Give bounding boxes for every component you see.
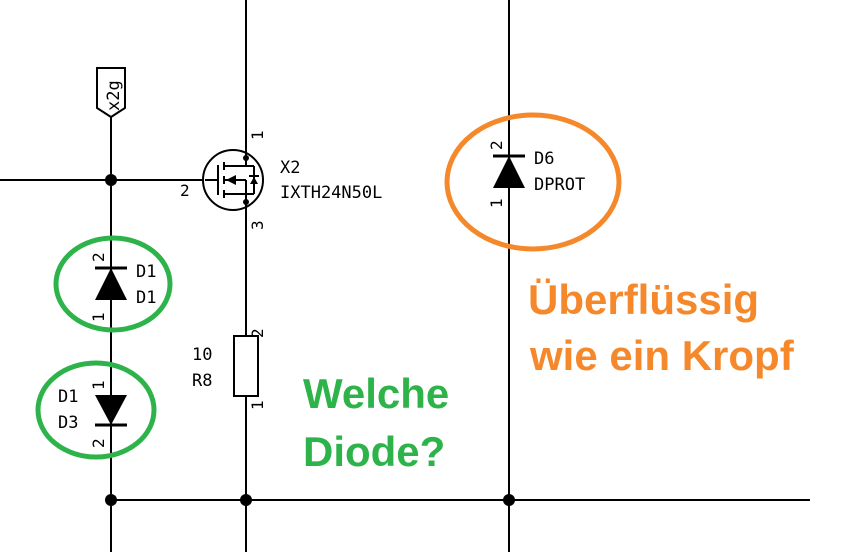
mosfet-value: IXTH24N50L	[280, 183, 382, 203]
diode-right-pin-bottom: 1	[487, 198, 506, 208]
annotation-circles	[35, 112, 622, 460]
annotation-green-line2: Diode?	[303, 428, 445, 475]
mosfet-ref: X2	[280, 158, 300, 178]
mosfet-x2: 1 2 3 X2 IXTH24N50L	[180, 130, 382, 230]
junction-dot	[503, 494, 515, 506]
diode-right: 2 1 D6 DPROT	[487, 140, 585, 208]
resistor-pin-top: 2	[248, 328, 267, 338]
annotation-green-line1: Welche	[303, 370, 449, 417]
diode-bottom: 1 2 D1 D3	[58, 380, 127, 448]
resistor-r8: 2 1 10 R8	[192, 328, 267, 410]
mosfet-pin-source: 3	[248, 220, 267, 230]
junction-dot	[105, 174, 117, 186]
diode-top-value: D1	[136, 288, 156, 308]
resistor-pin-bottom: 1	[248, 400, 267, 410]
junction-dot	[105, 494, 117, 506]
diode-top-triangle	[95, 268, 127, 300]
port-x2g: x2g	[96, 67, 126, 119]
green-circle-diode-top	[53, 235, 173, 333]
diode-right-pin-top: 2	[487, 140, 506, 150]
wires	[0, 0, 810, 552]
diode-bottom-pin-top: 1	[89, 380, 108, 390]
annotation-orange-line1: Überflüssig	[528, 276, 759, 323]
green-circle-diode-bottom	[35, 360, 157, 460]
diode-bottom-triangle	[95, 395, 127, 425]
junction-dot	[240, 494, 252, 506]
diode-top: 2 1 D1 D1	[89, 252, 156, 322]
diode-bottom-value: D3	[58, 413, 78, 433]
resistor-body	[233, 335, 259, 397]
annotation-orange-line2: wie ein Kropf	[529, 332, 795, 379]
resistor-value: 10	[192, 345, 212, 365]
diode-bottom-pin-bottom: 2	[89, 438, 108, 448]
orange-circle-diode-right	[444, 112, 622, 252]
junctions	[105, 174, 515, 506]
diode-bottom-ref: D1	[58, 387, 78, 407]
diode-right-triangle	[493, 156, 525, 188]
diode-right-value: DPROT	[534, 175, 585, 195]
diode-top-pin-top: 2	[89, 252, 108, 262]
diode-right-ref: D6	[534, 149, 554, 169]
resistor-ref: R8	[192, 371, 212, 391]
port-label: x2g	[104, 80, 124, 111]
diode-top-ref: D1	[136, 262, 156, 282]
diode-top-pin-bottom: 1	[89, 312, 108, 322]
mosfet-pin-drain: 1	[248, 130, 267, 140]
mosfet-pin-gate: 2	[180, 181, 190, 200]
